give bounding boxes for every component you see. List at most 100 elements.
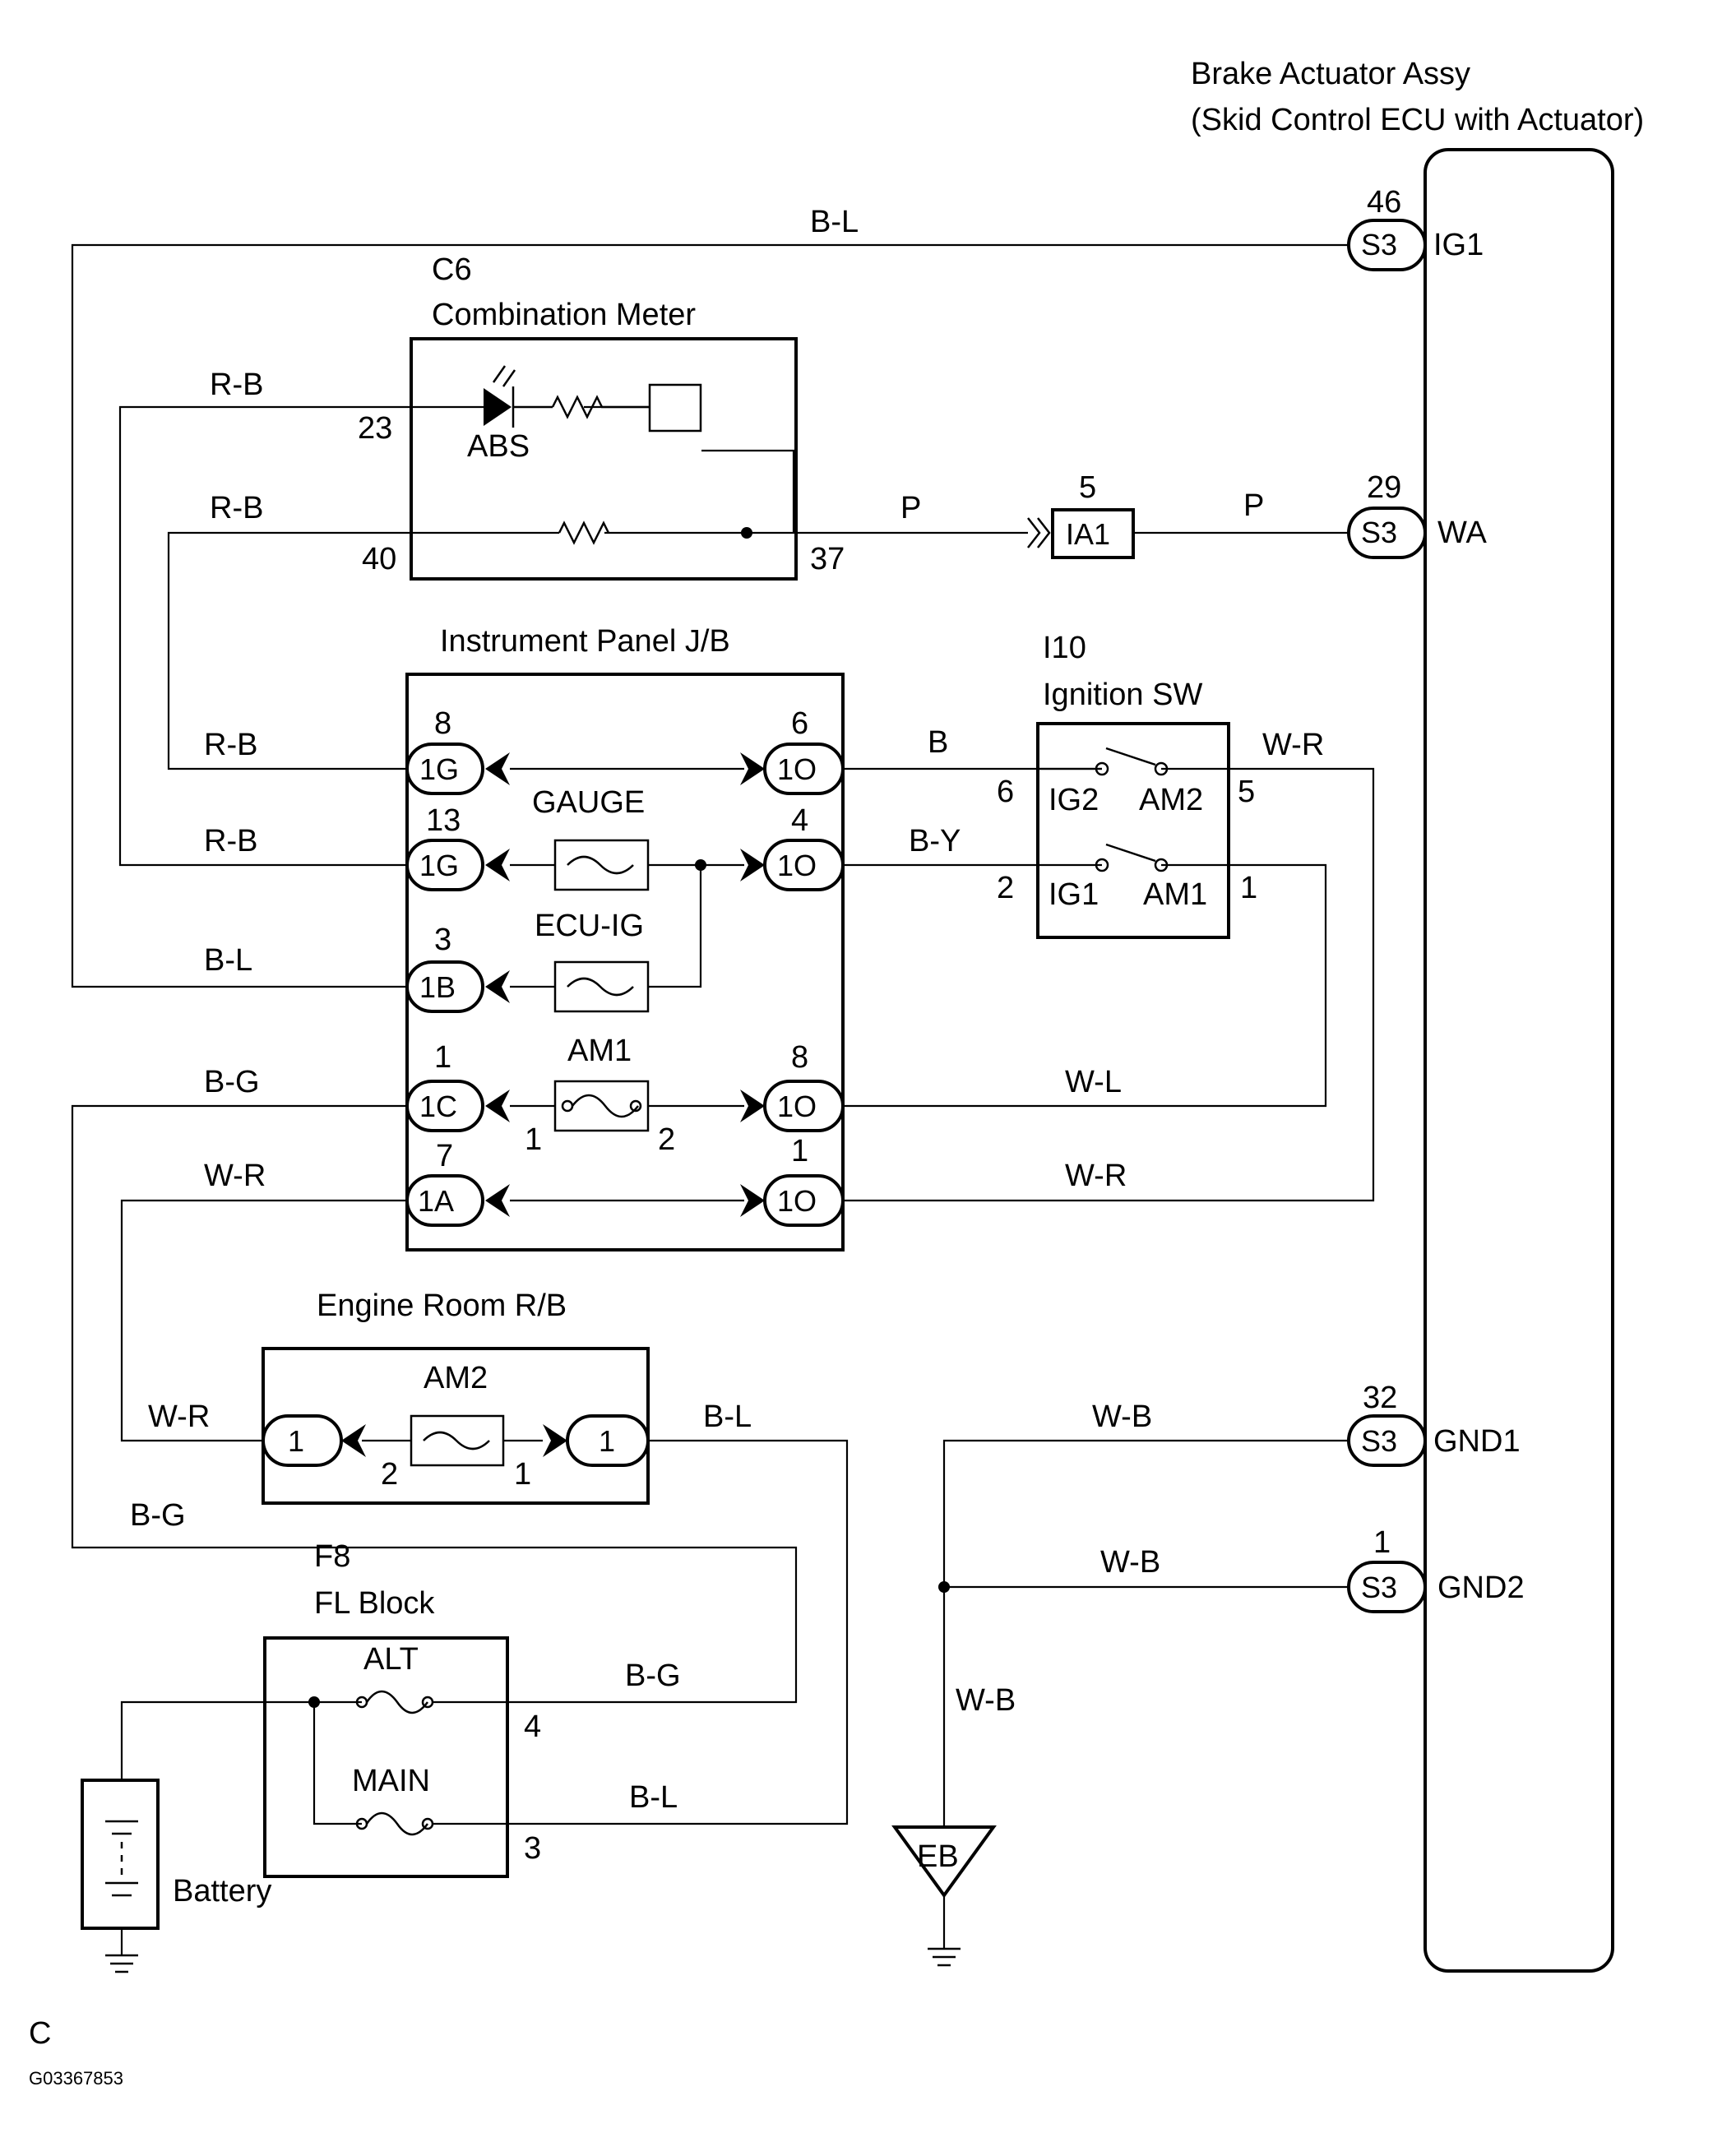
wire-label-p-left: P <box>900 491 921 525</box>
terminal-ig1: IG1 <box>1433 228 1484 262</box>
pin-3-1b: 3 <box>434 923 451 957</box>
pin-7-1a: 7 <box>436 1139 453 1173</box>
wire-wr-er <box>120 1199 407 1442</box>
sw-am2-label: AM2 <box>1139 783 1203 817</box>
pill-s3-gnd2 <box>1347 1561 1427 1613</box>
ignition-sw-box <box>1036 722 1230 939</box>
c1g-13-label: 1G <box>419 849 459 882</box>
fusible-link-main <box>355 1811 434 1836</box>
fuse-ecu-ig-label: ECU-IG <box>535 909 644 943</box>
pin-2-sw: 2 <box>997 871 1014 905</box>
pin-1-1o: 1 <box>791 1134 808 1168</box>
pin-4-1o: 4 <box>791 803 808 838</box>
wire-label-bl-fl: B-L <box>629 1780 678 1815</box>
abs-warning-led <box>484 365 553 428</box>
wire-label-p-right: P <box>1243 488 1264 523</box>
pill-er-left <box>262 1414 343 1467</box>
s3-wa-label: S3 <box>1361 516 1397 549</box>
pin-2-am1-fuse: 2 <box>658 1122 675 1157</box>
meter-junction-dot <box>741 527 752 539</box>
pill-s3-wa <box>1347 507 1427 559</box>
footer-letter: C <box>29 2016 51 2051</box>
wire-rb-40 <box>167 531 411 770</box>
jb-chevrons <box>485 752 765 1217</box>
terminal-gnd1: GND1 <box>1433 1424 1521 1459</box>
wire-label-rb-23: R-B <box>210 368 263 402</box>
wire-label-bg-1c: B-G <box>204 1065 260 1099</box>
wire-label-wr-er: W-R <box>148 1400 210 1434</box>
wire-label-rb-1g8: R-B <box>204 728 257 762</box>
wire-label-bl-er: B-L <box>703 1400 752 1434</box>
pin-32: 32 <box>1363 1381 1397 1415</box>
fuse-am2 <box>410 1414 505 1467</box>
wire-label-wr-1a: W-R <box>204 1159 266 1193</box>
c1b-label: 1B <box>419 970 456 1004</box>
ignition-switch-contacts <box>1095 747 1169 872</box>
s3-ig1-label: S3 <box>1361 228 1397 261</box>
c1c-label: 1C <box>419 1090 457 1123</box>
footer-code: G03367853 <box>29 2068 123 2089</box>
wire-fl-internal <box>312 1702 362 1825</box>
er-chevrons <box>341 1424 567 1457</box>
main-label: MAIN <box>352 1764 430 1798</box>
wire-label-bg-left: B-G <box>130 1498 186 1533</box>
pin-1-1c: 1 <box>434 1040 451 1075</box>
er-pin-right-label: 1 <box>599 1424 615 1458</box>
c1o-8-label: 1O <box>777 1090 817 1123</box>
pill-s3-gnd1 <box>1347 1414 1427 1467</box>
wire-label-wl: W-L <box>1065 1065 1122 1099</box>
fuse-gauge <box>553 839 650 891</box>
wire-bl-main <box>432 1439 849 1825</box>
combination-meter-title: Combination Meter <box>432 298 696 332</box>
fusible-link-alt <box>355 1690 434 1714</box>
pin-23: 23 <box>358 411 392 446</box>
pill-1g-8 <box>405 743 484 795</box>
wire-label-bg-fl: B-G <box>625 1659 681 1693</box>
pin-3-fl: 3 <box>524 1831 541 1866</box>
pin-5-sw: 5 <box>1238 775 1255 809</box>
pin-1-am2-fuse: 1 <box>514 1457 531 1492</box>
engine-room-rb-title: Engine Room R/B <box>317 1289 567 1323</box>
fl-block-code: F8 <box>314 1539 350 1574</box>
pin-13-1g: 13 <box>426 803 461 838</box>
wire-label-wb-gnd2: W-B <box>1100 1545 1160 1580</box>
pin-29: 29 <box>1367 470 1401 505</box>
engine-room-rb-box <box>262 1347 650 1505</box>
battery-symbol <box>81 1779 160 1930</box>
pin-2-am2-fuse: 2 <box>381 1457 398 1492</box>
wire-wb <box>942 1439 1357 1827</box>
c1g-8-label: 1G <box>419 752 459 786</box>
wire-label-bl-1b: B-L <box>204 943 252 978</box>
pin-6-sw: 6 <box>997 775 1014 809</box>
pill-1o-4 <box>763 839 845 891</box>
combination-meter-code: C6 <box>432 252 472 287</box>
fuse-am1 <box>553 1080 650 1132</box>
battery-ground-icon <box>105 1954 138 1973</box>
wire-label-rb-1g13: R-B <box>204 824 257 858</box>
c1o-1-label: 1O <box>777 1184 817 1218</box>
meter-resistor-top <box>551 395 650 419</box>
wire-label-by-sw: B-Y <box>909 824 961 858</box>
wire-label-wr-sw: W-R <box>1262 728 1324 762</box>
sw-am1-label: AM1 <box>1143 877 1207 912</box>
connector-ia1 <box>1027 508 1135 559</box>
wire-label-wb-gnd1: W-B <box>1092 1400 1152 1434</box>
pill-1a-7 <box>405 1174 484 1227</box>
meter-resistor-bottom <box>558 520 610 545</box>
instrument-panel-jb-title: Instrument Panel J/B <box>440 624 730 659</box>
fl-junction-dot <box>308 1696 320 1708</box>
instrument-panel-jb-box <box>405 673 845 1251</box>
fuse-ecu-ig <box>553 960 650 1013</box>
abs-label: ABS <box>467 429 530 464</box>
pin-46: 46 <box>1367 185 1401 220</box>
pin-1-am1-fuse: 1 <box>525 1122 542 1157</box>
wire-label-b-sw: B <box>928 725 948 760</box>
pin-1-sw: 1 <box>1240 871 1257 905</box>
er-pin-left-label: 1 <box>288 1424 304 1458</box>
fl-block-title: FL Block <box>314 1586 435 1621</box>
wire-meter-internal <box>411 405 1028 534</box>
pill-1o-6 <box>763 743 845 795</box>
c1o-6-label: 1O <box>777 752 817 786</box>
pin-4-fl: 4 <box>524 1710 541 1744</box>
